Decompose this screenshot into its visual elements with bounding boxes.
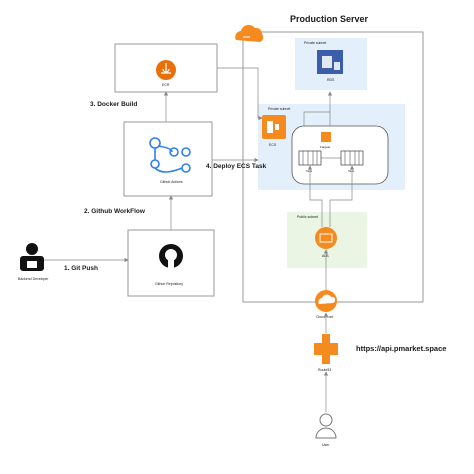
production-server-title: Production Server — [290, 14, 369, 24]
task-caption-1: Task — [306, 169, 313, 173]
ecs-icon[interactable] — [262, 115, 286, 139]
rds-icon[interactable] — [317, 50, 343, 74]
fargate-icon[interactable] — [321, 132, 331, 142]
docker-caption: ECR — [162, 83, 170, 87]
step-deploy-ecs: 4. Deploy ECS Task — [206, 163, 267, 170]
user-caption: User — [322, 443, 330, 447]
fargate-caption: Fargate — [320, 145, 331, 149]
private-subnet-mid-label: Private subnet — [268, 107, 290, 111]
task-icon[interactable] — [298, 150, 322, 166]
user-icon — [315, 413, 337, 439]
ecs-to-rds-link — [303, 111, 330, 126]
task-icon[interactable] — [340, 150, 364, 166]
github-icon[interactable] — [159, 244, 183, 268]
public-subnet-label: Public subnet — [297, 215, 318, 219]
docker-to-ecs-arrow — [217, 67, 263, 121]
cloudfront-caption: CloudFront — [316, 315, 333, 319]
github-actions-caption: Github Actions — [160, 180, 183, 184]
alb-icon[interactable] — [315, 227, 337, 249]
developer-icon — [20, 243, 44, 271]
alb-to-task2-arrow — [329, 165, 355, 227]
step-git-push: 1. Git Push — [64, 265, 98, 272]
github-actions-box — [123, 121, 213, 197]
docker-icon[interactable] — [156, 60, 176, 80]
step-docker-build: 3. Docker Build — [90, 101, 137, 108]
cloudfront-icon[interactable] — [315, 290, 337, 312]
private-subnet-top-label: Private subnet — [304, 41, 326, 45]
aws-cloud-icon: aws — [235, 24, 264, 42]
route53-caption: Route53 — [318, 368, 331, 372]
route53-icon[interactable] — [314, 334, 338, 364]
rds-caption: RDS — [327, 78, 335, 82]
alb-caption: ALB — [322, 254, 329, 258]
ecs-caption: ECS — [269, 143, 277, 147]
github-repo-caption: Github Repository — [155, 282, 183, 286]
developer-caption: Backend Developer — [18, 277, 49, 281]
task-caption-2: Task — [348, 169, 355, 173]
ecs-service-container — [291, 125, 389, 185]
step-github-workflow: 2. Github WorkFlow — [84, 208, 146, 215]
github-actions-icon[interactable] — [149, 137, 191, 173]
svg-text:aws: aws — [243, 34, 250, 39]
api-url[interactable]: https://api.pmarket.space — [356, 344, 446, 353]
alb-to-task1-arrow — [307, 165, 323, 227]
